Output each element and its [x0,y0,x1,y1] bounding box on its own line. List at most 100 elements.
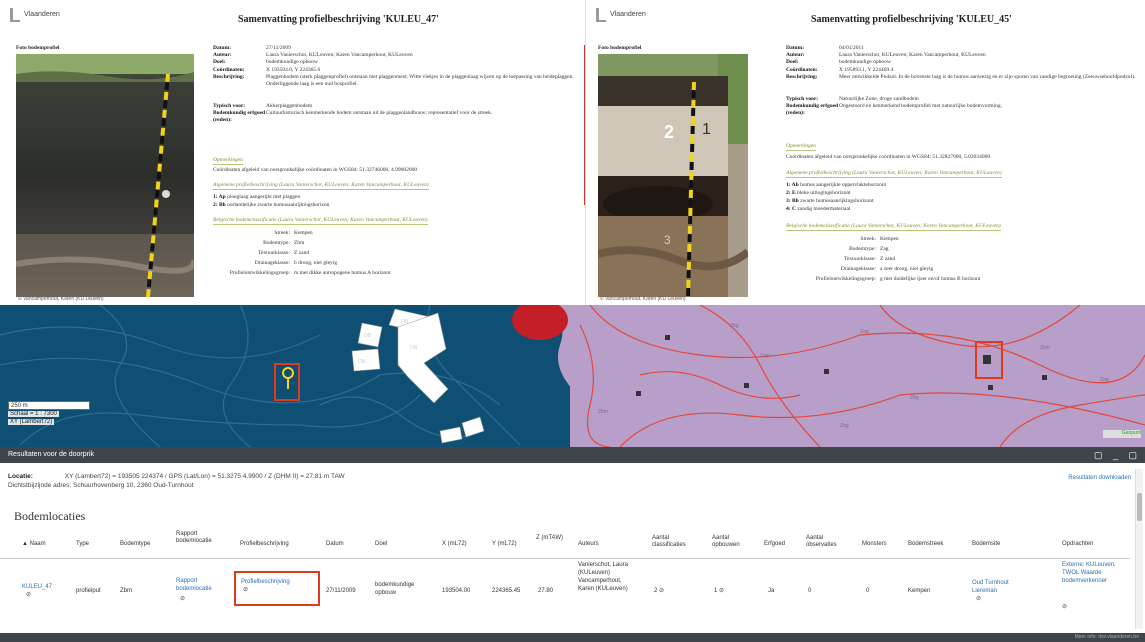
col-observaties[interactable]: Aantal observaties [806,535,837,548]
col-bodemtype[interactable]: Bodemtype [120,541,151,547]
col-x[interactable]: X (mL72) [442,541,467,547]
classif-value: Z zand [294,250,310,256]
col-profielbeschrijving[interactable]: Profielbeschrijving [240,541,289,547]
cell-classificaties: 2 ⊘ [654,588,665,594]
map-zone-edge [540,305,600,447]
col-y[interactable]: Y (mL72) [492,541,517,547]
cell-naam-link[interactable]: KULEU_47 [22,584,53,590]
meta-row: Datum:27/11/2009 [213,45,291,51]
section-profile: Algemene profielbeschrijving (Laura Vani… [786,170,1002,178]
results-panel: Resultaten voor de doorprik ▢ _ ▢ Locati… [0,447,1145,642]
cell-auteurs: Vanierschot, Laura (KULeuven) Vancamperh… [578,562,628,592]
col-auteurs[interactable]: Auteurs [578,541,599,547]
classif-key: Bodemtype: [263,240,290,246]
download-results-link[interactable]: Resultaten downloaden [1068,475,1131,481]
horizon-row: 2: Bh oorlandelijke zwarte humusaanrijki… [213,202,330,208]
classif-key: Drainageklasse: [254,260,290,266]
cell-y: 224365.45 [492,588,521,594]
map-label: Zag [860,329,869,335]
panel-scrollbar[interactable] [1135,469,1143,629]
col-monsters[interactable]: Monsters [862,541,887,547]
remark-line: Coördinaten afgeleid van oorspronkelijke… [786,154,991,160]
map-label: Zbg [730,323,739,329]
cell-bodemstreek: Kempen [908,588,931,594]
col-opdrachten[interactable]: Opdrachten [1062,541,1094,547]
info-icon[interactable]: ⊘ [659,588,665,594]
svg-text:3: 3 [664,233,671,247]
map-label: Zbm [1040,345,1050,351]
map-label: Zag [1100,377,1109,383]
table-row: KULEU_47 ⊘ profielput Zbm Rapport bodeml… [0,559,1130,637]
section-opmerkingen: Opmerkingen [786,143,816,151]
horizon-row: 1: Ap ploeglaag aangerijkt met plaggen [213,194,301,200]
classif-value: Kempen [294,230,313,236]
cell-bodemtype: Zbm [120,588,132,594]
pin-highlight [274,363,300,401]
classif-key: Profielontwikkelingsgroep: [229,270,290,276]
col-classificaties[interactable]: Aantal classificaties [652,535,686,548]
logo-text: Vlaanderen [610,11,646,18]
meta-row: Bodemkundig erfgoed (reden):Cultuurhisto… [213,110,493,124]
report-left: Vlaanderen Samenvatting profielbeschrijv… [0,0,585,305]
col-erfgoed[interactable]: Erfgoed [764,541,786,547]
report-right: Vlaanderen Samenvatting profielbeschrijv… [585,0,1145,305]
profielbeschrijving-link[interactable]: Profielbeschrijving [241,579,290,585]
map-markers [636,335,1047,396]
horizon-row: 1: Ah humus aangerijkte oppervlaktehoriz… [786,182,887,188]
remark-line: Coördinaten afgeleid van oorspronkelijke… [213,167,418,173]
svg-text:1: 1 [702,121,711,138]
meta-row: Coördinaten:X 195893.1, Y 224469.4 [786,66,894,73]
cell-monsters: 0 [866,588,870,594]
meta-row: Doel:bodemkundige opboow [213,59,318,66]
cell-opbouwen: 1 ⊘ [714,588,725,594]
soil-profile-photo [16,54,194,297]
col-bodemstreek[interactable]: Bodemstreek [908,541,944,547]
meta-row: Beschrijving:Meer ontwikkelde Podzol. In… [786,73,1136,80]
col-rapport[interactable]: Rapport bodemlocatie [176,531,212,544]
location-pin-icon[interactable] [282,367,294,389]
col-datum[interactable]: Datum [326,541,344,547]
map-attribution[interactable]: Geopunt [1103,430,1141,438]
photo-caption: Foto bodemprofiel [598,45,642,51]
classif-key: Streek: [274,230,290,236]
external-link-icon[interactable]: ⊘ [976,596,982,602]
external-link-icon[interactable]: ⊘ [1062,604,1068,610]
panel-footer: Meer info: dov.vlaanderen.be [0,633,1145,642]
map-canvas[interactable]: OB OB OB OB Zbg Zag Zbm Zag Zbg Zbm Zag … [0,305,1145,447]
panel-title: Resultaten voor de doorprik [8,451,94,458]
classif-value: a zeer droog, niet gleyig [880,266,934,272]
map-label: Zbm [598,409,608,415]
classif-value: b droog, niet gleyig [294,260,338,266]
external-link-icon[interactable]: ⊘ [26,592,32,598]
soil-map[interactable]: OB OB OB OB Zbg Zag Zbm Zag Zbg Zbm Zag … [0,305,1145,447]
coord-text: XY (Lambert72) [8,419,55,425]
map-zone-right [570,305,1145,447]
bodemsite-link[interactable]: Oud Turnhout Liereman [972,580,1009,594]
classif-value: g met duidelijke ijzer en/of humus B hor… [880,276,981,282]
borehole-icon[interactable] [983,355,991,364]
col-z[interactable]: Z (mTAW) [536,535,563,541]
col-type[interactable]: Type [76,541,90,547]
info-icon[interactable]: ⊘ [719,588,725,594]
opdrachten-link[interactable]: Externe: KULeuven; TWOL Waarde bodemverk… [1062,562,1116,584]
contours-right [579,305,1145,447]
cell-erfgoed: Ja [768,588,775,594]
classif-key: Drainageklasse: [840,266,876,272]
rapport-link[interactable]: Rapport bodemlocatie [176,578,212,592]
classif-value: Zag [880,246,889,252]
col-bodemsite[interactable]: Bodemsite [972,541,1001,547]
external-link-icon[interactable]: ⊘ [243,587,249,593]
scale-bar: 250 m [8,401,90,410]
window-controls[interactable]: ▢ _ ▢ [1093,450,1141,460]
classif-value: m met dikke antropogene humus A horizont [294,270,391,276]
col-opbouwen[interactable]: Aantal opbouwen [712,535,740,548]
meta-row: Datum:04/01/2011 [786,45,864,51]
external-link-icon[interactable]: ⊘ [180,596,186,602]
vlaanderen-logo: Vlaanderen [10,8,60,22]
col-doel[interactable]: Doel [375,541,388,547]
scroll-thumb[interactable] [1137,493,1142,521]
address-line: Dichtstbijzijnde adres: Schuurhovenberg … [8,482,194,489]
col-naam[interactable]: ▲ Naam [22,541,46,547]
soil-profile-photo: 2 1 3 [598,54,748,297]
classif-key: Profielontwikkelingsgroep: [815,276,876,282]
